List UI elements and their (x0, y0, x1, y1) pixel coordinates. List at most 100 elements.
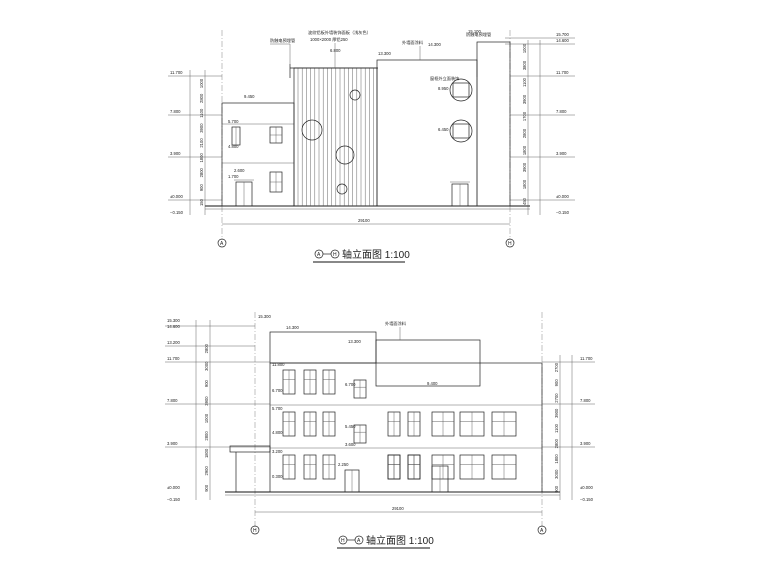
window (303, 411, 317, 437)
dimension-label: 1800 (522, 179, 527, 189)
window (407, 454, 421, 480)
axis-bubble-a (217, 238, 227, 248)
level-label: 15.100 (468, 29, 481, 34)
window (353, 424, 367, 444)
level-label: ±0.000 (580, 485, 593, 490)
window (387, 411, 401, 437)
window (407, 411, 421, 437)
window (269, 171, 283, 193)
dimension-label: 2700 (554, 393, 559, 403)
dimension-label: 1800 (204, 448, 209, 458)
overall-width-label: 29100 (358, 218, 370, 223)
dimension-label: 3900 (204, 396, 209, 406)
upper-block-outline (269, 331, 377, 364)
window (322, 411, 336, 437)
level-label: 13.300 (378, 51, 391, 56)
dimension-label: 900 (554, 379, 559, 387)
title-axis-label: A (357, 538, 361, 544)
dimension-label: 900 (199, 184, 204, 192)
level-label: −0.150 (167, 497, 181, 502)
level-label: 3.900 (170, 151, 181, 156)
decorative-circle (349, 89, 361, 101)
dimension-label: 1000 (522, 43, 527, 53)
dimension-label: 3000 (554, 469, 559, 479)
note-label: 波纹铝板外墙装饰面板（浅灰色） (308, 29, 371, 36)
note-label: 1000×2000 厚铝250 (310, 36, 348, 43)
window-group (282, 369, 517, 480)
axis-bubble-a (537, 525, 547, 535)
level-label: ±0.000 (170, 194, 183, 199)
stair-tower-outline (476, 41, 511, 207)
elevation-h-a: 29100 H A 外墙面涂料 15.300 14.600 13.200 11.… (165, 312, 595, 549)
dimension-label: 3900 (522, 94, 527, 104)
note-label: 外墙面涂料 (402, 39, 424, 46)
entrance-door (344, 469, 360, 493)
dimension-label: 2700 (554, 362, 559, 372)
title-axis-label: A (317, 252, 321, 258)
dimension-label: 2800 (204, 431, 209, 441)
window (353, 379, 367, 399)
window (459, 454, 485, 480)
dimension-label: 1000 (204, 413, 209, 423)
canopy (229, 445, 271, 453)
dimension-label: 3900 (199, 123, 204, 133)
dimension-label: 450 (522, 197, 527, 205)
level-label: 3.900 (556, 151, 567, 156)
level-label: 15.300 (258, 314, 271, 319)
note-label: 防触电预埋管 (466, 31, 491, 38)
vertical-dimensions: 1000280011003900210018002800900150100038… (199, 43, 559, 493)
level-label: 7.800 (170, 109, 181, 114)
window (303, 369, 317, 395)
level-label: 9.400 (427, 381, 438, 386)
level-label: 3.200 (272, 449, 283, 454)
level-label: 5.700 (272, 406, 283, 411)
level-label: 11.700 (556, 70, 569, 75)
main-block-outline (269, 362, 543, 493)
dimension-label: 2800 (199, 167, 204, 177)
note-label: 窗框外立面装饰 (430, 75, 459, 82)
level-label: 0.300 (272, 474, 283, 479)
dimension-label: 900 (554, 485, 559, 493)
window (491, 454, 517, 480)
level-label: 3.900 (167, 441, 178, 446)
dimension-label: 3900 (554, 408, 559, 418)
dimension-label: 1000 (199, 78, 204, 88)
level-label: 11.800 (272, 362, 285, 367)
window-level-label: 6.450 (438, 127, 449, 132)
window (491, 411, 517, 437)
dimension-label: 2800 (204, 343, 209, 353)
title-axis-label: H (333, 252, 337, 258)
decorative-circle (336, 183, 348, 195)
window (387, 454, 401, 480)
level-label: 5.450 (345, 424, 356, 429)
round-window (449, 119, 473, 143)
level-label: 14.300 (286, 325, 299, 330)
level-label: 13.300 (348, 339, 361, 344)
level-label: 3.600 (345, 442, 356, 447)
window (459, 411, 485, 437)
axis-bubble-h (250, 525, 260, 535)
dimension-label: 1100 (554, 423, 559, 433)
level-label: 11.700 (167, 356, 180, 361)
dimension-label: 3800 (522, 60, 527, 70)
level-label: −0.150 (556, 210, 570, 215)
entrance-door (234, 179, 254, 207)
window (282, 454, 296, 480)
level-label: 7.800 (580, 398, 591, 403)
window (303, 454, 317, 480)
dimension-label: 2900 (204, 466, 209, 476)
level-label: 6.800 (330, 48, 341, 53)
level-label: 1.700 (228, 174, 239, 179)
level-label: 5.700 (228, 119, 239, 124)
axis-label: H (253, 528, 257, 534)
level-label: ±0.000 (556, 194, 569, 199)
dimension-label: 3900 (522, 162, 527, 172)
entrance-door (431, 465, 449, 493)
dimension-label: 1700 (522, 111, 527, 121)
level-label: 7.800 (556, 109, 567, 114)
dimension-label: 2800 (199, 93, 204, 103)
level-label: 2.250 (338, 462, 349, 467)
drawing-title: 轴立面图 1:100 (366, 534, 434, 547)
level-label: 4.800 (228, 144, 239, 149)
